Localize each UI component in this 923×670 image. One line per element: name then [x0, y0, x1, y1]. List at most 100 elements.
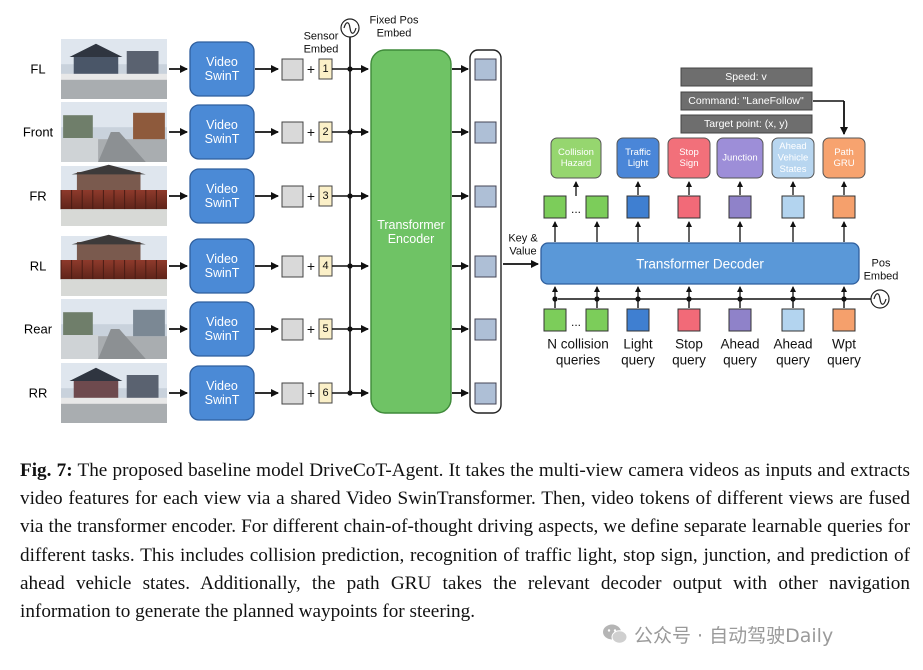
head-label-3: Junction — [722, 153, 757, 164]
plus-sign: + — [307, 188, 315, 204]
figure-caption: Fig. 7: The proposed baseline model Driv… — [20, 457, 910, 626]
output-token-3 — [728, 195, 752, 219]
video-swint-box — [189, 301, 255, 357]
plus-sign: + — [307, 321, 315, 337]
plus-sign: + — [307, 258, 315, 274]
plus-sign: + — [307, 61, 315, 77]
pos-embed-icon — [870, 289, 890, 309]
transformer-decoder-box — [540, 242, 860, 285]
view-label-fr: FR — [29, 189, 46, 204]
query-5 — [832, 308, 856, 332]
transformer-decoder-label: Transformer Decoder — [636, 257, 764, 272]
nav-info-text-0: Speed: v — [725, 71, 767, 83]
head-box-3 — [716, 137, 764, 179]
collision-output-token — [543, 195, 567, 219]
key-value-label: Key &Value — [508, 233, 538, 258]
video-token — [281, 58, 304, 81]
view-label-front: Front — [23, 125, 54, 140]
head-box-2 — [667, 137, 711, 179]
view-label-rr: RR — [29, 386, 48, 401]
video-token — [281, 318, 304, 341]
video-token — [281, 121, 304, 144]
query-3 — [728, 308, 752, 332]
plus-sign: + — [307, 124, 315, 140]
sensor-embed-index: 2 — [322, 126, 328, 138]
collision-query — [585, 308, 609, 332]
sensor-embed-index: 1 — [322, 63, 328, 75]
fixed-pos-embed-icon — [340, 18, 360, 38]
head-box-4 — [771, 137, 815, 179]
video-swint-box — [189, 41, 255, 97]
nav-info-text-1: Command: "LaneFollow" — [688, 95, 804, 107]
camera-image-fr — [60, 164, 167, 226]
watermark: 公众号 · 自动驾驶Daily — [598, 618, 838, 650]
output-ellipsis: ... — [571, 202, 581, 216]
head-box-0 — [550, 137, 602, 179]
encoder-output-container — [469, 49, 502, 414]
video-token — [281, 255, 304, 278]
camera-image-fl — [61, 39, 167, 99]
view-label-rear: Rear — [24, 322, 53, 337]
encoded-token — [474, 382, 497, 405]
camera-image-rl — [60, 234, 167, 296]
query-ellipsis: ... — [571, 315, 581, 329]
encoded-token — [474, 185, 497, 208]
video-token — [281, 185, 304, 208]
nav-info-box — [680, 67, 813, 87]
output-token-1 — [626, 195, 650, 219]
video-token — [281, 382, 304, 405]
sensor-embed-index: 6 — [322, 387, 328, 399]
query-4 — [781, 308, 805, 332]
collision-query — [543, 308, 567, 332]
transformer-encoder-box — [370, 49, 452, 414]
video-swint-box — [189, 104, 255, 160]
video-swint-box — [189, 238, 255, 294]
output-token-4 — [781, 195, 805, 219]
encoded-token — [474, 58, 497, 81]
nav-info-box — [680, 91, 813, 111]
collision-output-token — [585, 195, 609, 219]
query-1 — [626, 308, 650, 332]
sensor-embed-index: 5 — [322, 323, 328, 335]
encoded-token — [474, 318, 497, 341]
output-token-5 — [832, 195, 856, 219]
video-swint-box — [189, 168, 255, 224]
wechat-icon — [603, 624, 628, 644]
caption-text: The proposed baseline model DriveCoT-Age… — [20, 460, 910, 623]
head-box-1 — [616, 137, 660, 179]
output-token-2 — [677, 195, 701, 219]
head-box-5 — [822, 137, 866, 179]
video-swint-box — [189, 365, 255, 421]
plus-sign: + — [307, 385, 315, 401]
camera-image-rr — [61, 363, 167, 423]
watermark-text: 公众号 · 自动驾驶Daily — [634, 624, 834, 647]
sensor-embed-index: 3 — [322, 190, 328, 202]
view-label-fl: FL — [30, 62, 45, 77]
encoded-token — [474, 255, 497, 278]
nav-info-text-2: Target point: (x, y) — [704, 118, 788, 130]
camera-image-rear — [61, 299, 167, 359]
nav-info-box — [680, 114, 813, 134]
